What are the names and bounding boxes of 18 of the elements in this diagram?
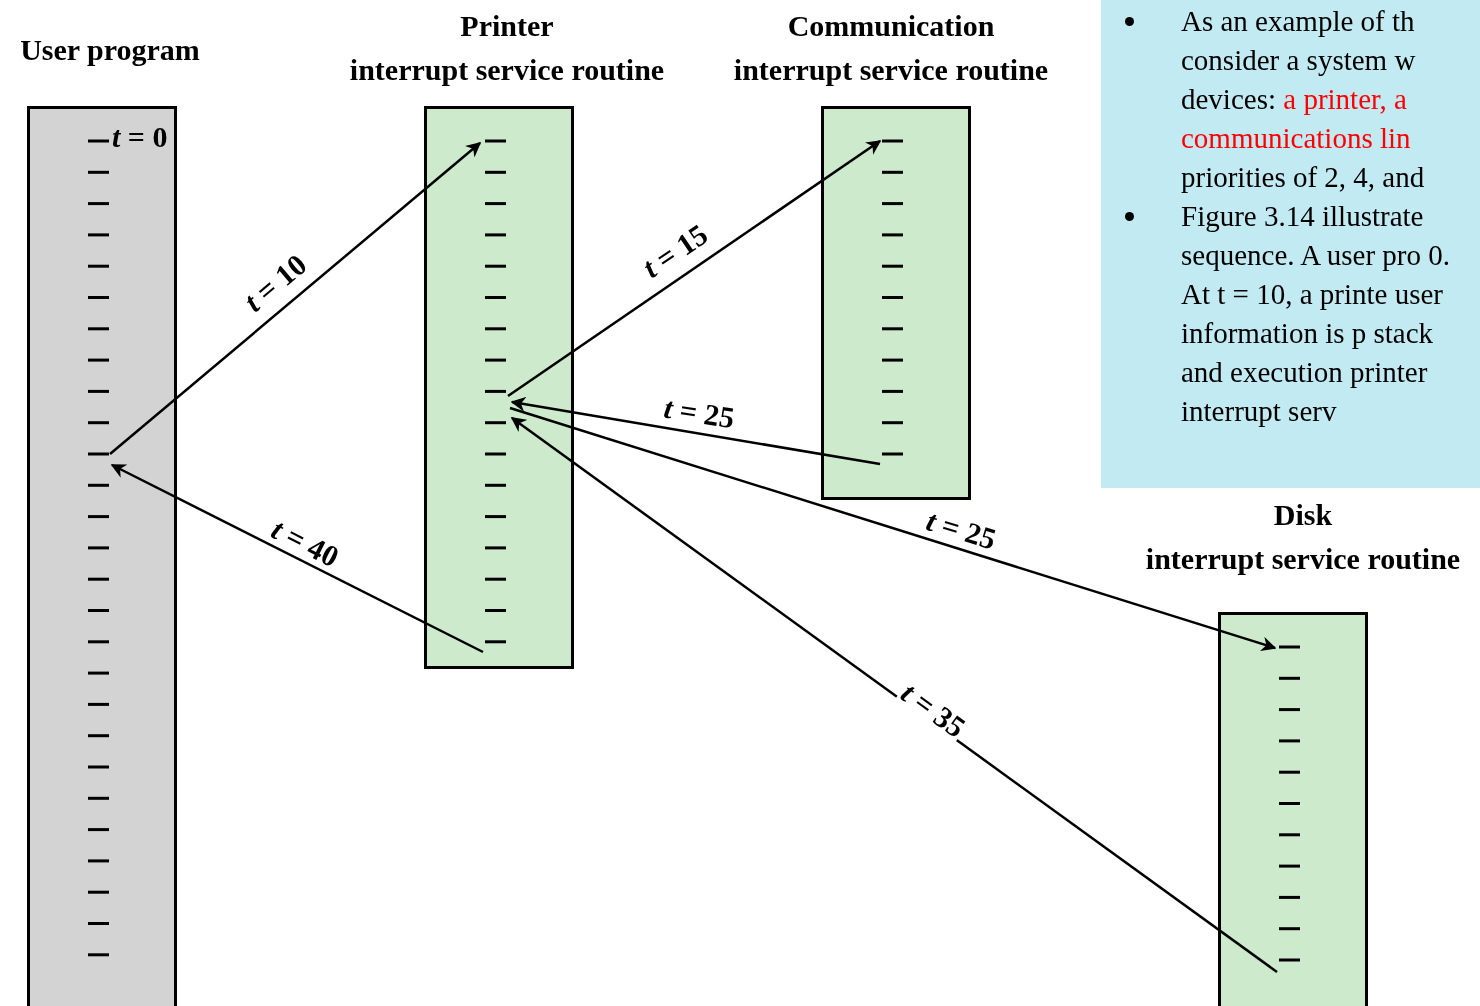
arrow [509, 406, 1277, 652]
column-heading: User program [19, 32, 201, 68]
timeline-bar [821, 106, 971, 500]
timeline-bar [27, 106, 177, 1006]
timeline-bar [1218, 612, 1368, 1006]
column-heading: Printer interrupt service routine [348, 8, 666, 88]
timeline-bar [424, 106, 574, 669]
bullet-paragraph: Figure 3.14 illustrate sequence. A user pro 0. At t = 10, a printe user information is p stack and execution printer interrupt serv [1181, 197, 1476, 431]
arrow [510, 396, 881, 466]
arrow [110, 463, 484, 654]
arrow [109, 142, 482, 455]
bullet-paragraph: As an example of th consider a system w devices: a printer, a communications lin priorities of 2, 4, and [1181, 2, 1476, 197]
column-heading: Disk interrupt service routine [1144, 497, 1462, 577]
time-label: t = 0 [111, 122, 169, 152]
column-heading: Communication interrupt service routine [732, 8, 1050, 88]
arrow [510, 417, 1278, 973]
arrow [507, 139, 882, 398]
text-panel [1101, 0, 1480, 488]
